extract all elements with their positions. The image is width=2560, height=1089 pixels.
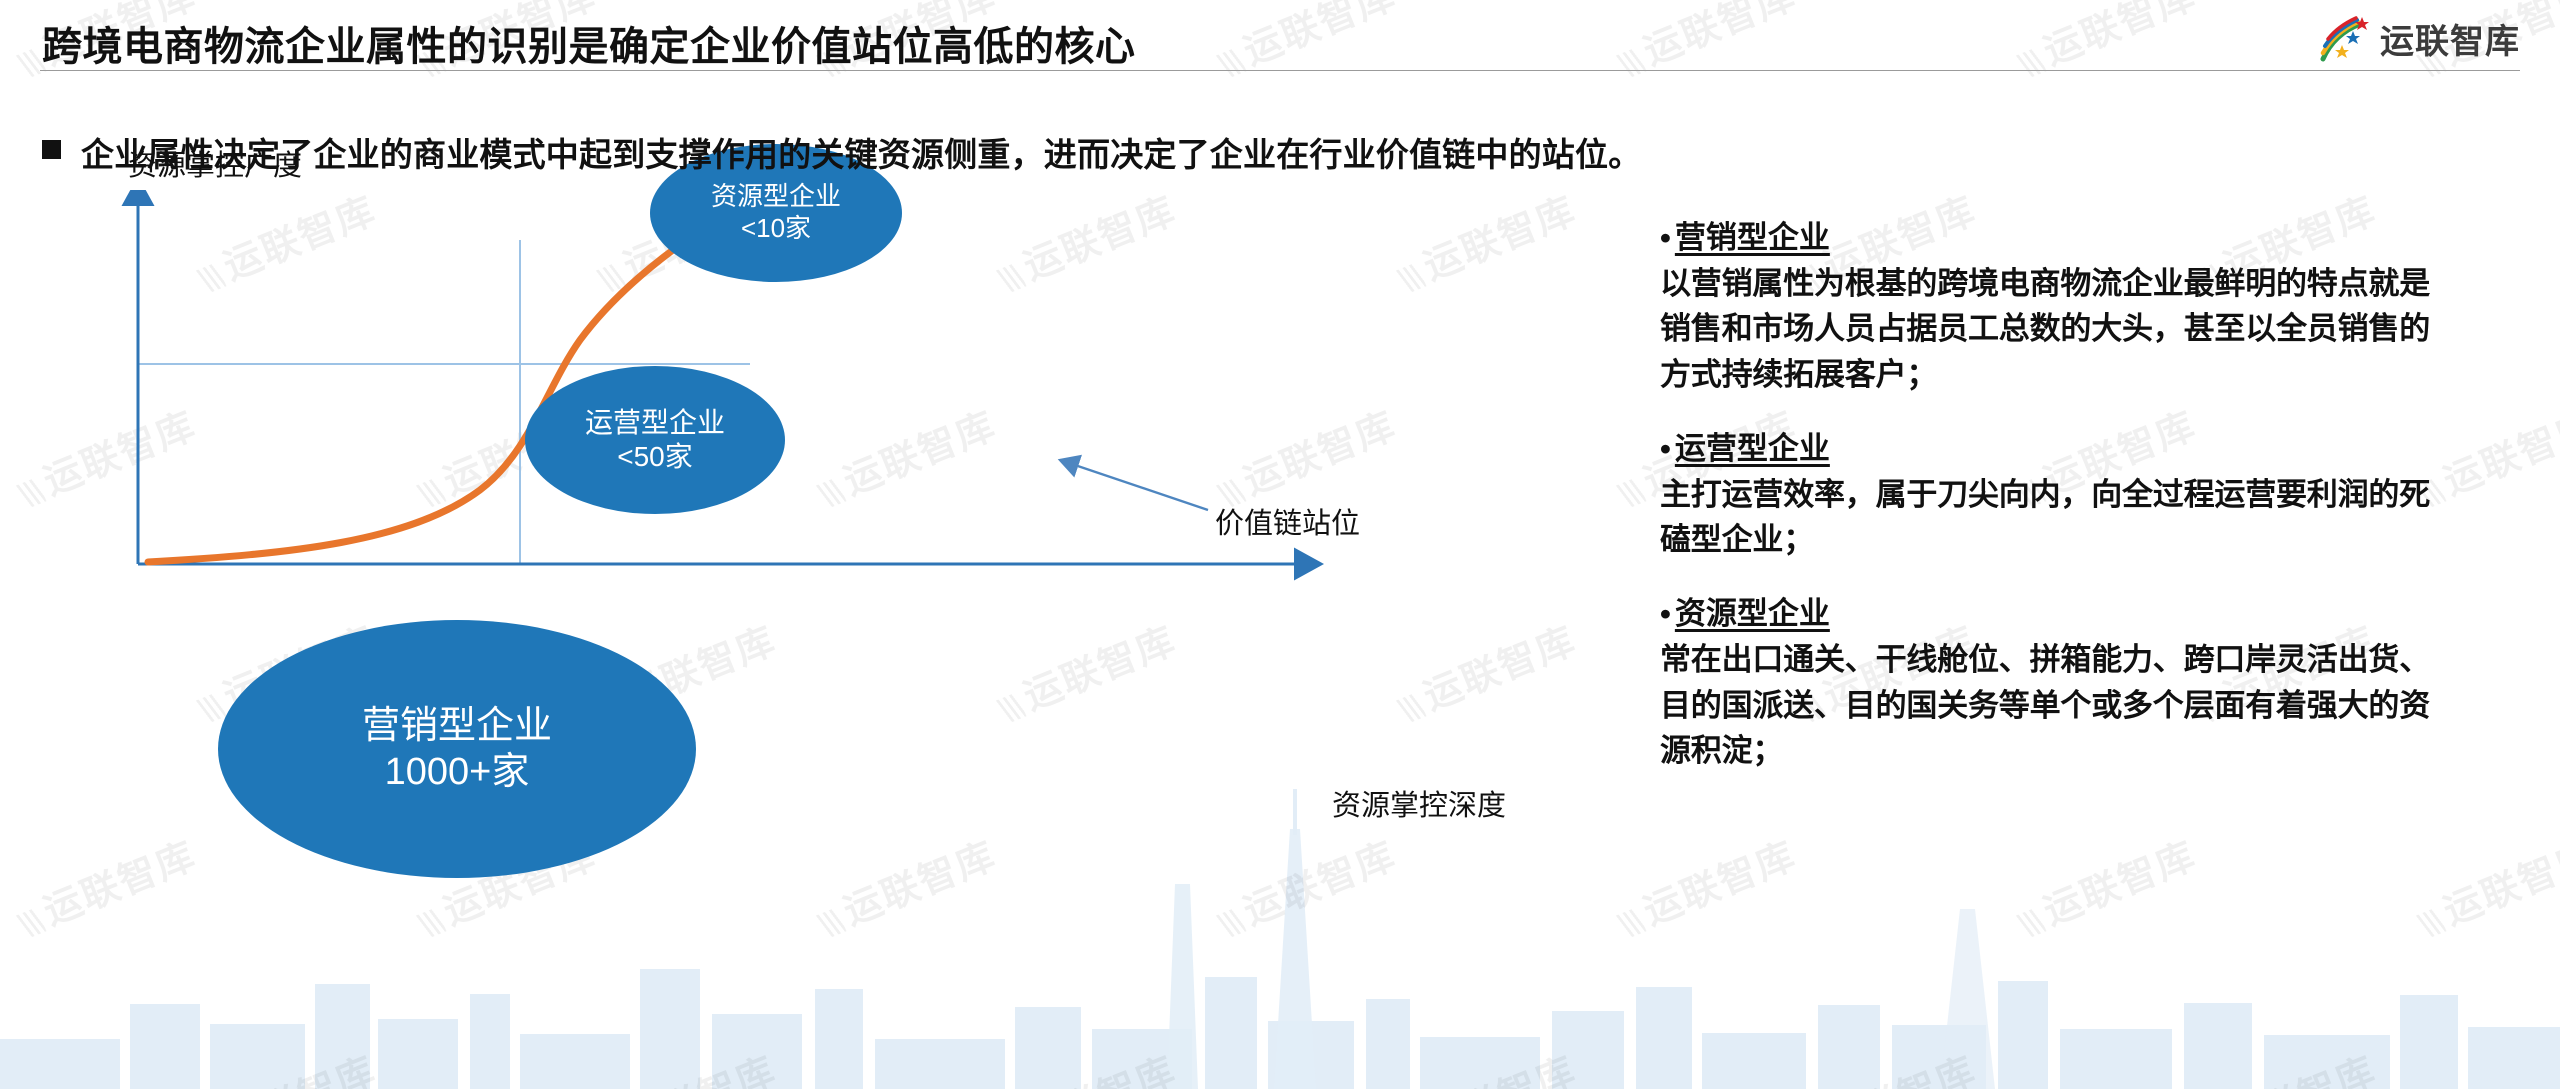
section-resource: • 资源型企业 常在出口通关、干线舱位、拼箱能力、跨口岸灵活出货、目的国派送、目… [1660, 588, 2460, 773]
bubble-marketing-enterprises[interactable]: 营销型企业 1000+家 [218, 620, 696, 878]
section-marketing-heading-text: 营销型企业 [1674, 220, 1830, 255]
watermark-text: 运联智库 [1597, 0, 1803, 90]
section-marketing-body: 以营销属性为根基的跨境电商物流企业最鲜明的特点就是销售和市场人员占据员工总数的大… [1660, 266, 2430, 392]
explanations-panel: • 营销型企业 以营销属性为根基的跨境电商物流企业最鲜明的特点就是销售和市场人员… [1660, 212, 2460, 799]
section-resource-heading: • 资源型企业 [1660, 588, 2460, 633]
bubble-resource-label: 资源型企业 [710, 181, 841, 212]
round-bullet-icon: • [1660, 596, 1671, 632]
lead-statement: 企业属性决定了企业的商业模式中起到支撑作用的关键资源侧重，进而决定了企业在行业价… [42, 128, 1641, 176]
bubble-marketing-value: 1000+家 [384, 751, 530, 793]
section-marketing-heading: • 营销型企业 [1660, 212, 2460, 257]
x-axis-label: 资源掌控深度 [1332, 790, 1507, 822]
slide-title: 跨境电商物流企业属性的识别是确定企业价值站位高低的核心 [42, 25, 1136, 69]
section-operation: • 运营型企业 主打运营效率，属于刀尖向内，向全过程运营要利润的死磕型企业； [1660, 423, 2460, 563]
bubble-resource-value: <10家 [740, 213, 812, 243]
watermark-text: 运联智库 [1997, 0, 2203, 90]
brand-logo-text: 运联智库 [2380, 23, 2520, 61]
lead-statement-text: 企业属性决定了企业的商业模式中起到支撑作用的关键资源侧重，进而决定了企业在行业价… [81, 136, 1642, 173]
brand-logo: 运联智库 [2320, 14, 2520, 63]
value-chain-curve [144, 206, 736, 566]
section-resource-body: 常在出口通关、干线舱位、拼箱能力、跨口岸灵活出货、目的国派送、目的国关务等单个或… [1660, 642, 2430, 768]
swoosh-star-logo-icon [2320, 15, 2369, 61]
section-operation-heading: • 运营型企业 [1660, 423, 2460, 468]
callout-arrow [1057, 454, 1209, 512]
city-skyline-decoration [0, 789, 2560, 1089]
header-divider [40, 70, 2520, 71]
chart-axes-and-curve [121, 190, 1324, 581]
round-bullet-icon: • [1660, 220, 1671, 255]
positioning-chart: 资源掌控广度 资源掌控深度 价值链站位 营销型企业 1000+家 运营型企业 <… [60, 144, 1580, 1030]
y-axis-label: 资源掌控广度 [128, 150, 303, 182]
bubble-marketing-label: 营销型企业 [361, 704, 552, 747]
round-bullet-icon: • [1660, 430, 1671, 466]
value-chain-callout-label: 价值链站位 [1215, 508, 1361, 540]
watermark-text: 运联智库 [1197, 0, 1403, 90]
section-marketing: • 营销型企业 以营销属性为根基的跨境电商物流企业最鲜明的特点就是销售和市场人员… [1660, 212, 2460, 397]
square-bullet-icon [42, 140, 61, 159]
section-operation-body: 主打运营效率，属于刀尖向内，向全过程运营要利润的死磕型企业； [1660, 476, 2430, 557]
bubble-operation-label: 运营型企业 [584, 406, 725, 438]
bubble-resource-enterprises[interactable]: 资源型企业 <10家 [650, 144, 902, 282]
section-operation-heading-text: 运营型企业 [1674, 430, 1830, 466]
section-resource-heading-text: 资源型企业 [1674, 596, 1830, 632]
bubble-operation-value: <50家 [617, 441, 693, 472]
bubble-operation-enterprises[interactable]: 运营型企业 <50家 [525, 366, 785, 514]
